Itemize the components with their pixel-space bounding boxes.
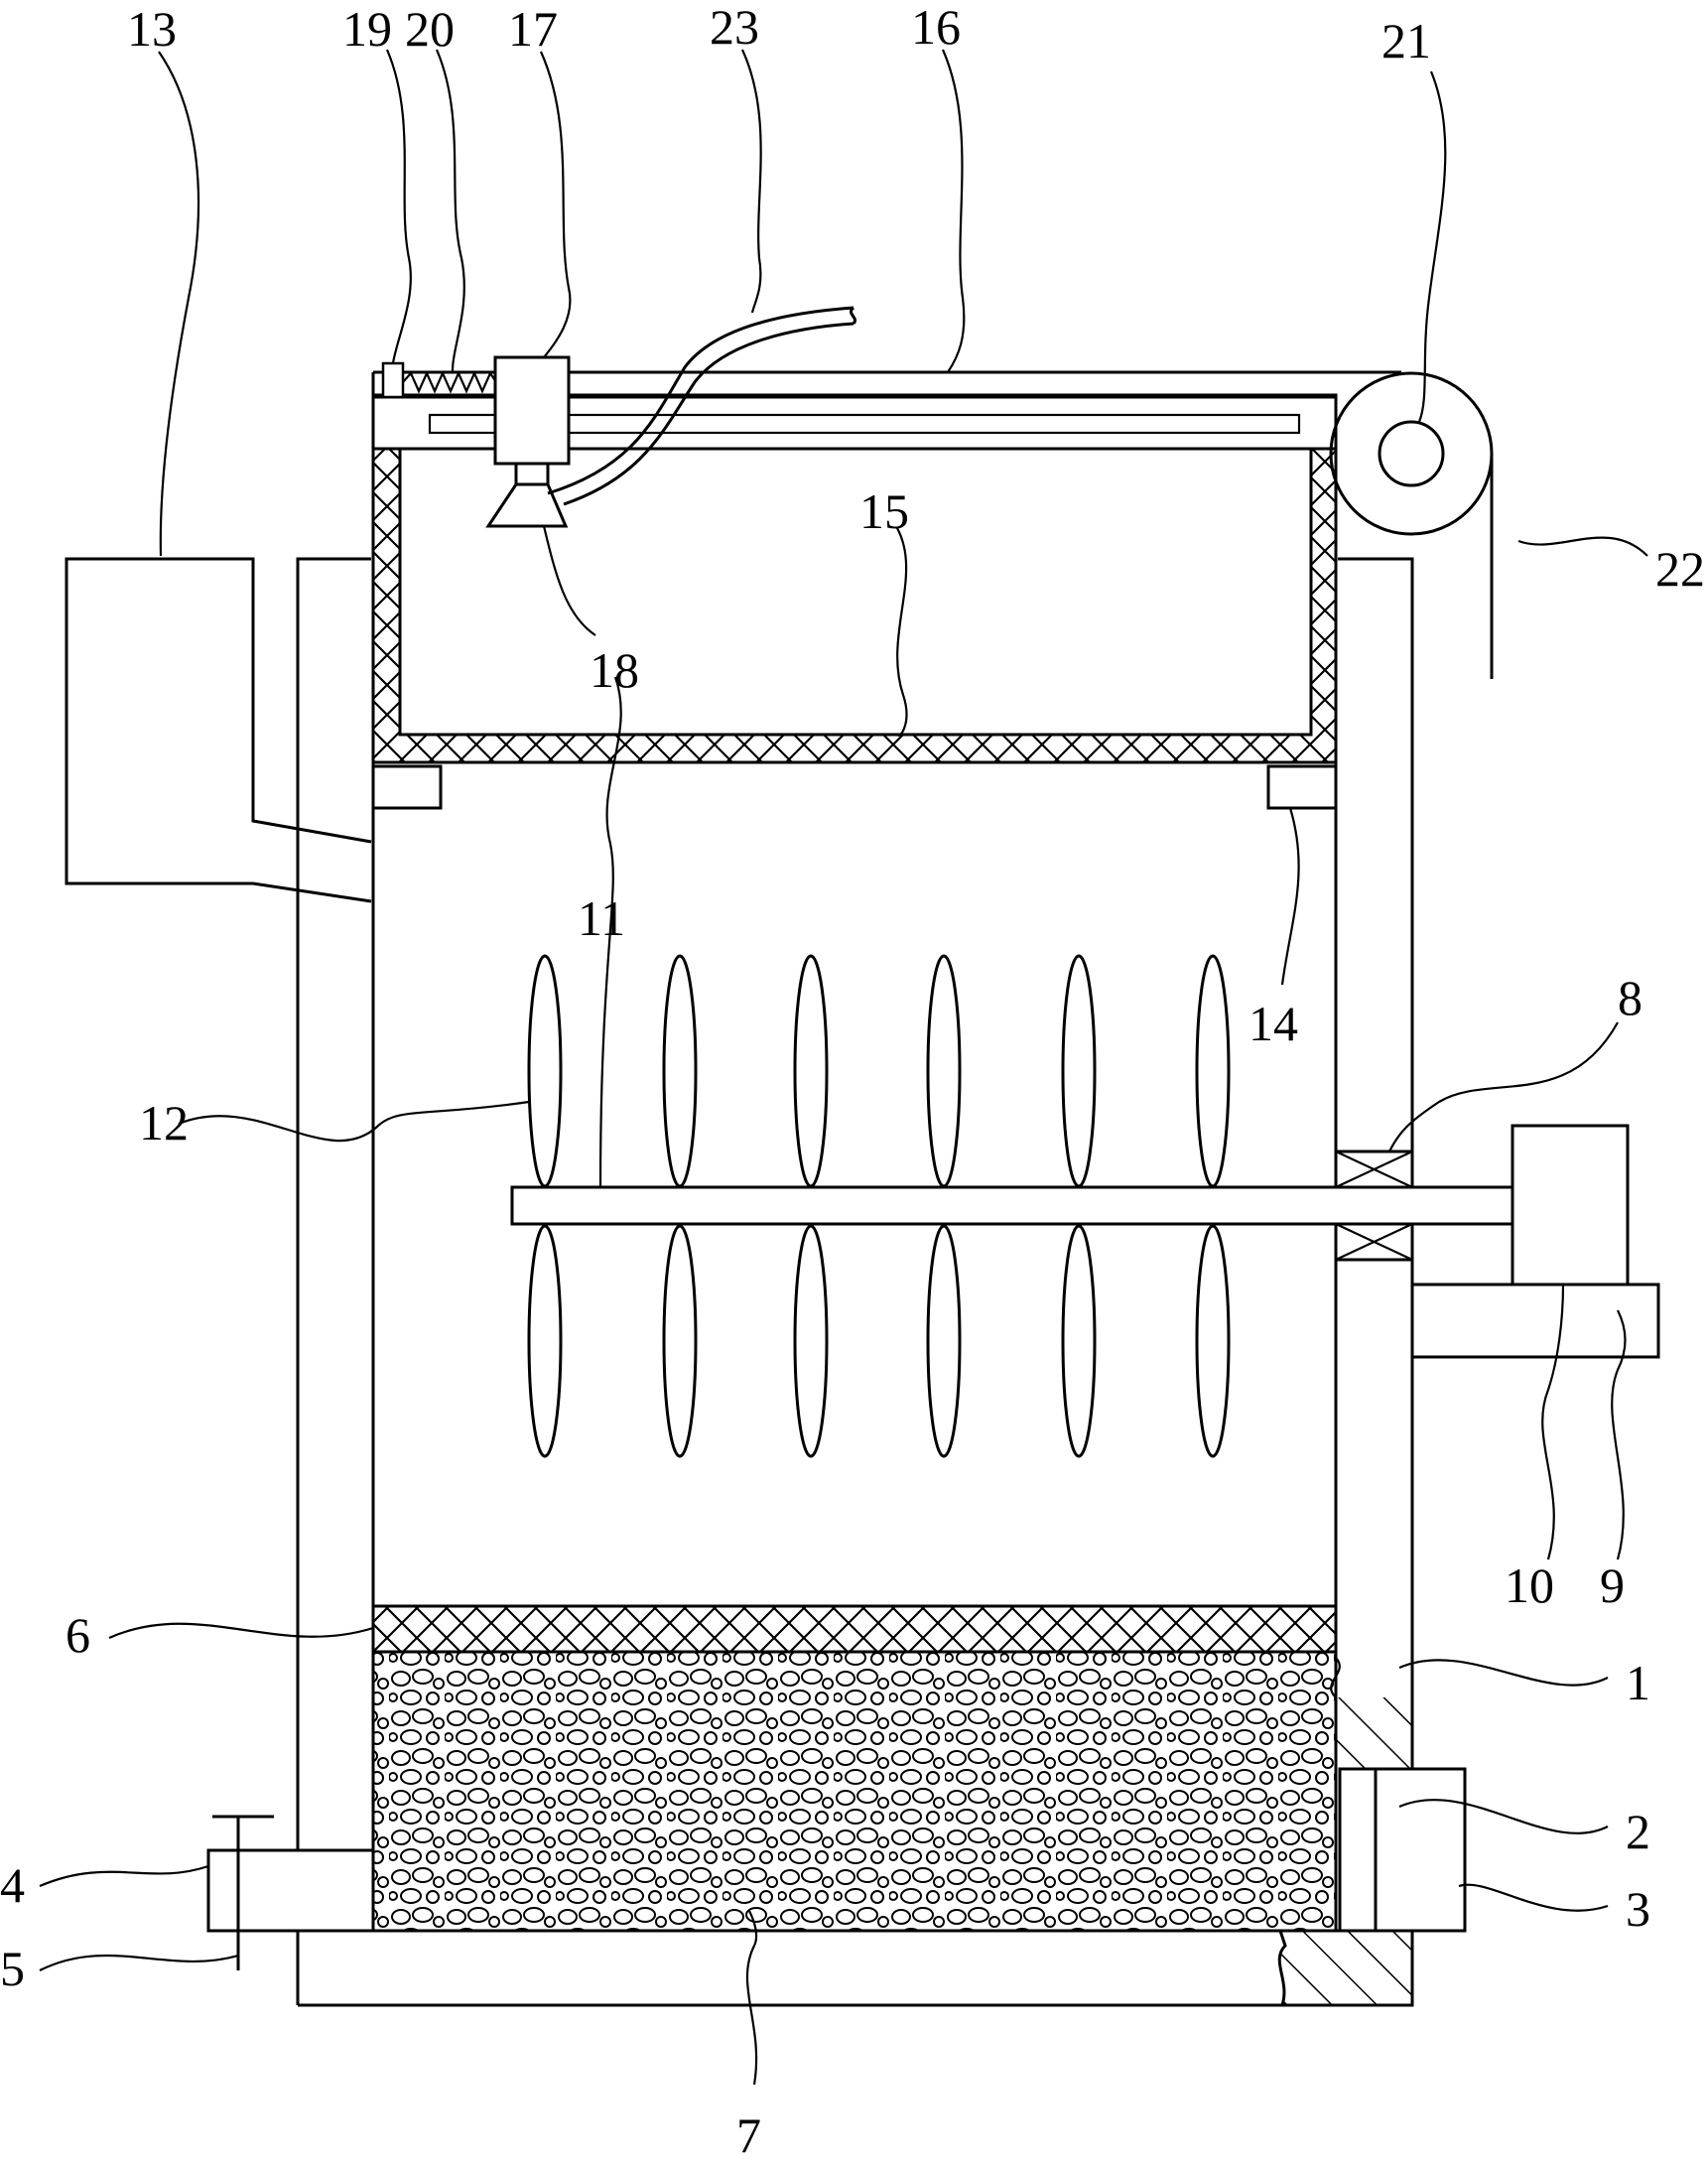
motor-10	[1511, 1124, 1630, 1286]
label-11: 11	[578, 890, 625, 946]
blade-lower-6	[1195, 1224, 1231, 1458]
feed-hopper-13	[65, 557, 372, 903]
hatched-wall	[1277, 1657, 1414, 2007]
label-20: 20	[405, 1, 455, 57]
label-13: 13	[127, 1, 177, 57]
label-9: 9	[1600, 1557, 1625, 1613]
label-15: 15	[859, 483, 909, 539]
blade-upper-1	[527, 954, 563, 1188]
label-23: 23	[710, 0, 759, 55]
blade-upper-5	[1061, 954, 1097, 1188]
label-10: 10	[1505, 1557, 1554, 1613]
bearing-8	[1334, 1150, 1414, 1262]
label-8: 8	[1618, 970, 1642, 1025]
mounting-plate-9	[1410, 1283, 1660, 1359]
slider-17	[493, 355, 571, 466]
label-5: 5	[0, 1941, 25, 1996]
blade-upper-2	[662, 954, 698, 1188]
label-12: 12	[139, 1095, 189, 1150]
blade-lower-5	[1061, 1224, 1097, 1458]
blade-lower-1	[527, 1224, 563, 1458]
outlet-pipe-2	[1338, 1767, 1378, 1933]
pulley-21	[1329, 371, 1494, 679]
label-7: 7	[736, 2107, 761, 2163]
blade-upper-3	[793, 954, 829, 1188]
label-2: 2	[1626, 1804, 1650, 1859]
label-3: 3	[1626, 1881, 1650, 1937]
label-22: 22	[1655, 541, 1705, 597]
blade-upper-6	[1195, 954, 1231, 1188]
label-18: 18	[590, 642, 639, 698]
drain-pipe-4	[206, 1848, 375, 1933]
valve-handle-5	[212, 1815, 274, 1970]
label-6: 6	[66, 1607, 90, 1663]
label-14: 14	[1248, 996, 1298, 1051]
leader-lines	[39, 49, 1648, 2086]
support-blocks-14	[371, 764, 1338, 810]
label-16: 16	[911, 0, 961, 55]
stirring-blades-12	[527, 954, 1231, 1458]
stopper-19	[381, 361, 405, 399]
filter-media-7	[371, 1650, 1338, 1933]
stirring-shaft-11	[510, 1185, 1514, 1226]
hose-23	[547, 306, 856, 506]
nozzle-18	[485, 462, 569, 528]
label-4: 4	[0, 1857, 25, 1913]
blade-upper-4	[926, 954, 962, 1188]
screen-box-15	[371, 393, 1338, 764]
blade-lower-2	[662, 1224, 698, 1458]
label-19: 19	[342, 1, 392, 57]
label-1: 1	[1626, 1655, 1650, 1710]
spring-20	[402, 370, 497, 394]
label-17: 17	[508, 1, 558, 57]
outlet-box-3	[1374, 1767, 1467, 1933]
label-21: 21	[1381, 13, 1431, 68]
filter-screen-6	[371, 1604, 1338, 1654]
blade-lower-4	[926, 1224, 962, 1458]
blade-lower-3	[793, 1224, 829, 1458]
